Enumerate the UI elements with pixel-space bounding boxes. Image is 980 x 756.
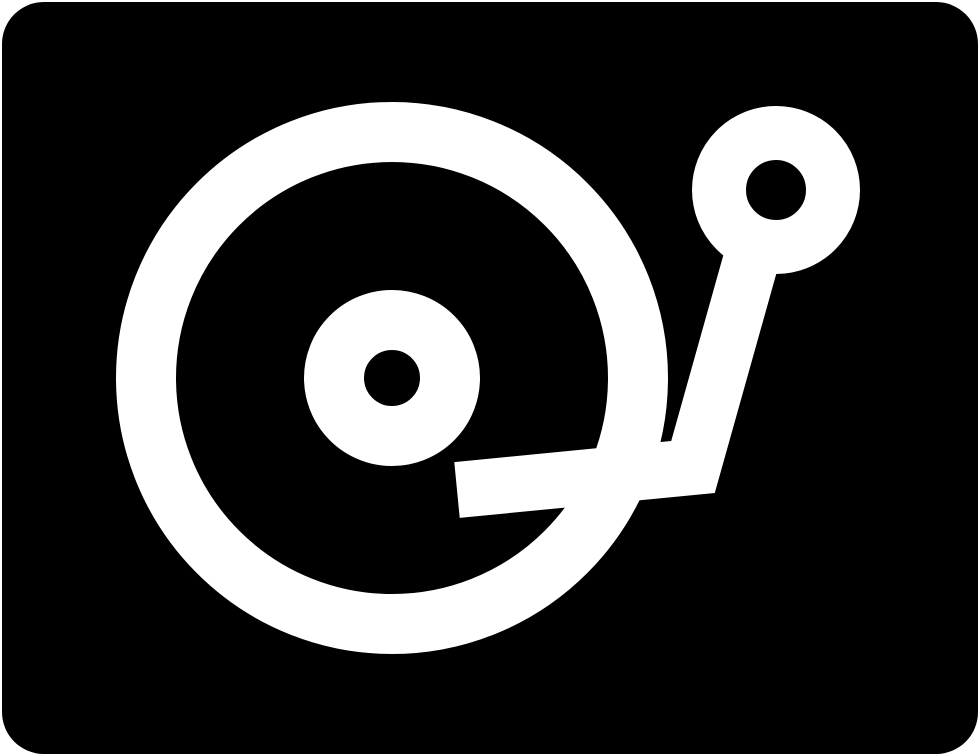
- tonearm: [454, 238, 782, 518]
- platter-ring: [116, 102, 668, 654]
- tonearm-pivot-ring: [692, 106, 860, 274]
- record-label-ring: [304, 290, 480, 466]
